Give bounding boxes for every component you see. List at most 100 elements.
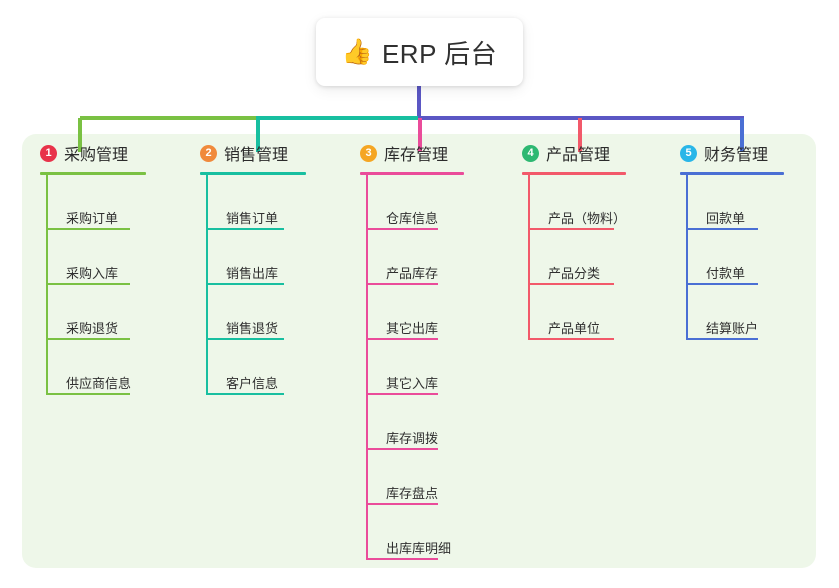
branch-spine-3 [366,175,368,560]
branch-item[interactable]: 库存盘点 [366,450,502,505]
branch-columns: 1 采购管理采购订单采购入库采购退货供应商信息 2 销售管理销售订单销售出库销售退货客… [22,134,816,568]
branch-item[interactable]: 结算账户 [686,285,822,340]
branch-item[interactable]: 采购入库 [46,230,182,285]
branch-item-label: 供应商信息 [66,376,132,391]
branch-item-rule [366,283,438,285]
branch-header-3[interactable]: 3 库存管理 [342,134,502,172]
branch-item-rule [46,338,130,340]
branch-item[interactable]: 产品（物料） [528,175,664,230]
branch-item-rule [366,338,438,340]
branch-header-1[interactable]: 1 采购管理 [22,134,182,172]
branch-item[interactable]: 供应商信息 [46,340,182,395]
branch-item-rule [366,558,438,560]
branch-column-2: 2 销售管理销售订单销售出库销售退货客户信息 [182,134,342,395]
branch-column-1: 1 采购管理采购订单采购入库采购退货供应商信息 [22,134,182,395]
branch-spine-1 [46,175,48,395]
branch-item[interactable]: 其它出库 [366,285,502,340]
branch-badge-3: 3 [360,144,377,162]
branch-item-label: 库存盘点 [386,486,439,501]
branch-item[interactable]: 销售订单 [206,175,342,230]
branch-spine-2 [206,175,208,395]
branch-item-label: 产品分类 [548,266,601,281]
branch-item-label: 产品（物料） [548,211,627,226]
branch-item-label: 客户信息 [226,376,279,391]
thumbs-up-icon: 👍 [341,37,373,66]
branch-spine-4 [528,175,530,340]
branch-item-list-4: 产品（物料） 产品分类产品单位 [522,175,664,340]
branch-item-rule [206,338,284,340]
branch-item[interactable]: 产品单位 [528,285,664,340]
branch-item[interactable]: 库存调拨 [366,395,502,450]
branch-title-4: 产品管理 [546,147,611,164]
branch-header-4[interactable]: 4 产品管理 [504,134,664,172]
branch-item-rule [686,228,758,230]
branch-item-rule [46,283,130,285]
branch-badge-2: 2 [200,144,217,162]
branch-header-rule-5 [680,172,784,175]
branch-item-label: 销售订单 [226,211,279,226]
branch-item-label: 销售退货 [226,321,279,336]
branch-item-rule [366,393,438,395]
branch-title-5: 财务管理 [704,147,769,164]
branch-header-2[interactable]: 2 销售管理 [182,134,342,172]
branch-column-3: 3 库存管理仓库信息产品库存其它出库其它入库库存调拨库存盘点出库库明细 [342,134,502,560]
diagram-background-panel [22,134,816,568]
branch-item-rule [528,228,614,230]
branch-header-rule-2 [200,172,306,175]
branch-item-label: 其它入库 [386,376,439,391]
branch-title-3: 库存管理 [384,147,449,164]
branch-item-label: 仓库信息 [386,211,439,226]
branch-item[interactable]: 销售出库 [206,230,342,285]
branch-header-5[interactable]: 5 财务管理 [662,134,822,172]
branch-item-rule [206,393,284,395]
branch-item-rule [366,503,438,505]
branch-spine-5 [686,175,688,340]
branch-item-rule [206,228,284,230]
branch-item[interactable]: 产品库存 [366,230,502,285]
branch-item-label: 产品单位 [548,321,601,336]
branch-item-list-3: 仓库信息产品库存其它出库其它入库库存调拨库存盘点出库库明细 [360,175,502,560]
branch-item-rule [686,283,758,285]
branch-item[interactable]: 销售退货 [206,285,342,340]
branch-item-label: 采购订单 [66,211,119,226]
branch-item[interactable]: 出库库明细 [366,505,502,560]
root-node-title: ERP 后台 [381,38,498,69]
branch-header-rule-1 [40,172,146,175]
branch-item-label: 结算账户 [706,321,759,336]
branch-item-rule [528,338,614,340]
branch-item-rule [686,338,758,340]
branch-item[interactable]: 仓库信息 [366,175,502,230]
branch-item-rule [366,228,438,230]
branch-item-label: 回款单 [706,211,746,226]
branch-item-rule [206,283,284,285]
branch-item[interactable]: 产品分类 [528,230,664,285]
branch-column-4: 4 产品管理产品（物料） 产品分类产品单位 [504,134,664,340]
branch-item-label: 出库库明细 [386,541,452,556]
branch-header-rule-4 [522,172,626,175]
branch-item-label: 其它出库 [386,321,439,336]
branch-item[interactable]: 其它入库 [366,340,502,395]
branch-item-label: 产品库存 [386,266,439,281]
branch-item[interactable]: 客户信息 [206,340,342,395]
branch-item-list-2: 销售订单销售出库销售退货客户信息 [200,175,342,395]
branch-item[interactable]: 回款单 [686,175,822,230]
branch-title-2: 销售管理 [224,147,289,164]
branch-item[interactable]: 付款单 [686,230,822,285]
branch-badge-5: 5 [680,144,697,162]
branch-badge-1: 1 [40,144,57,162]
branch-column-5: 5 财务管理回款单付款单结算账户 [662,134,822,340]
branch-item[interactable]: 采购退货 [46,285,182,340]
branch-item[interactable]: 采购订单 [46,175,182,230]
branch-item-label: 采购退货 [66,321,119,336]
branch-title-1: 采购管理 [64,147,129,164]
branch-item-list-1: 采购订单采购入库采购退货供应商信息 [40,175,182,395]
branch-item-rule [46,228,130,230]
branch-badge-4: 4 [522,144,539,162]
root-node[interactable]: 👍 ERP 后台 [316,18,523,86]
branch-item-label: 采购入库 [66,266,119,281]
branch-item-label: 付款单 [706,266,746,281]
branch-item-rule [366,448,438,450]
branch-item-label: 销售出库 [226,266,279,281]
